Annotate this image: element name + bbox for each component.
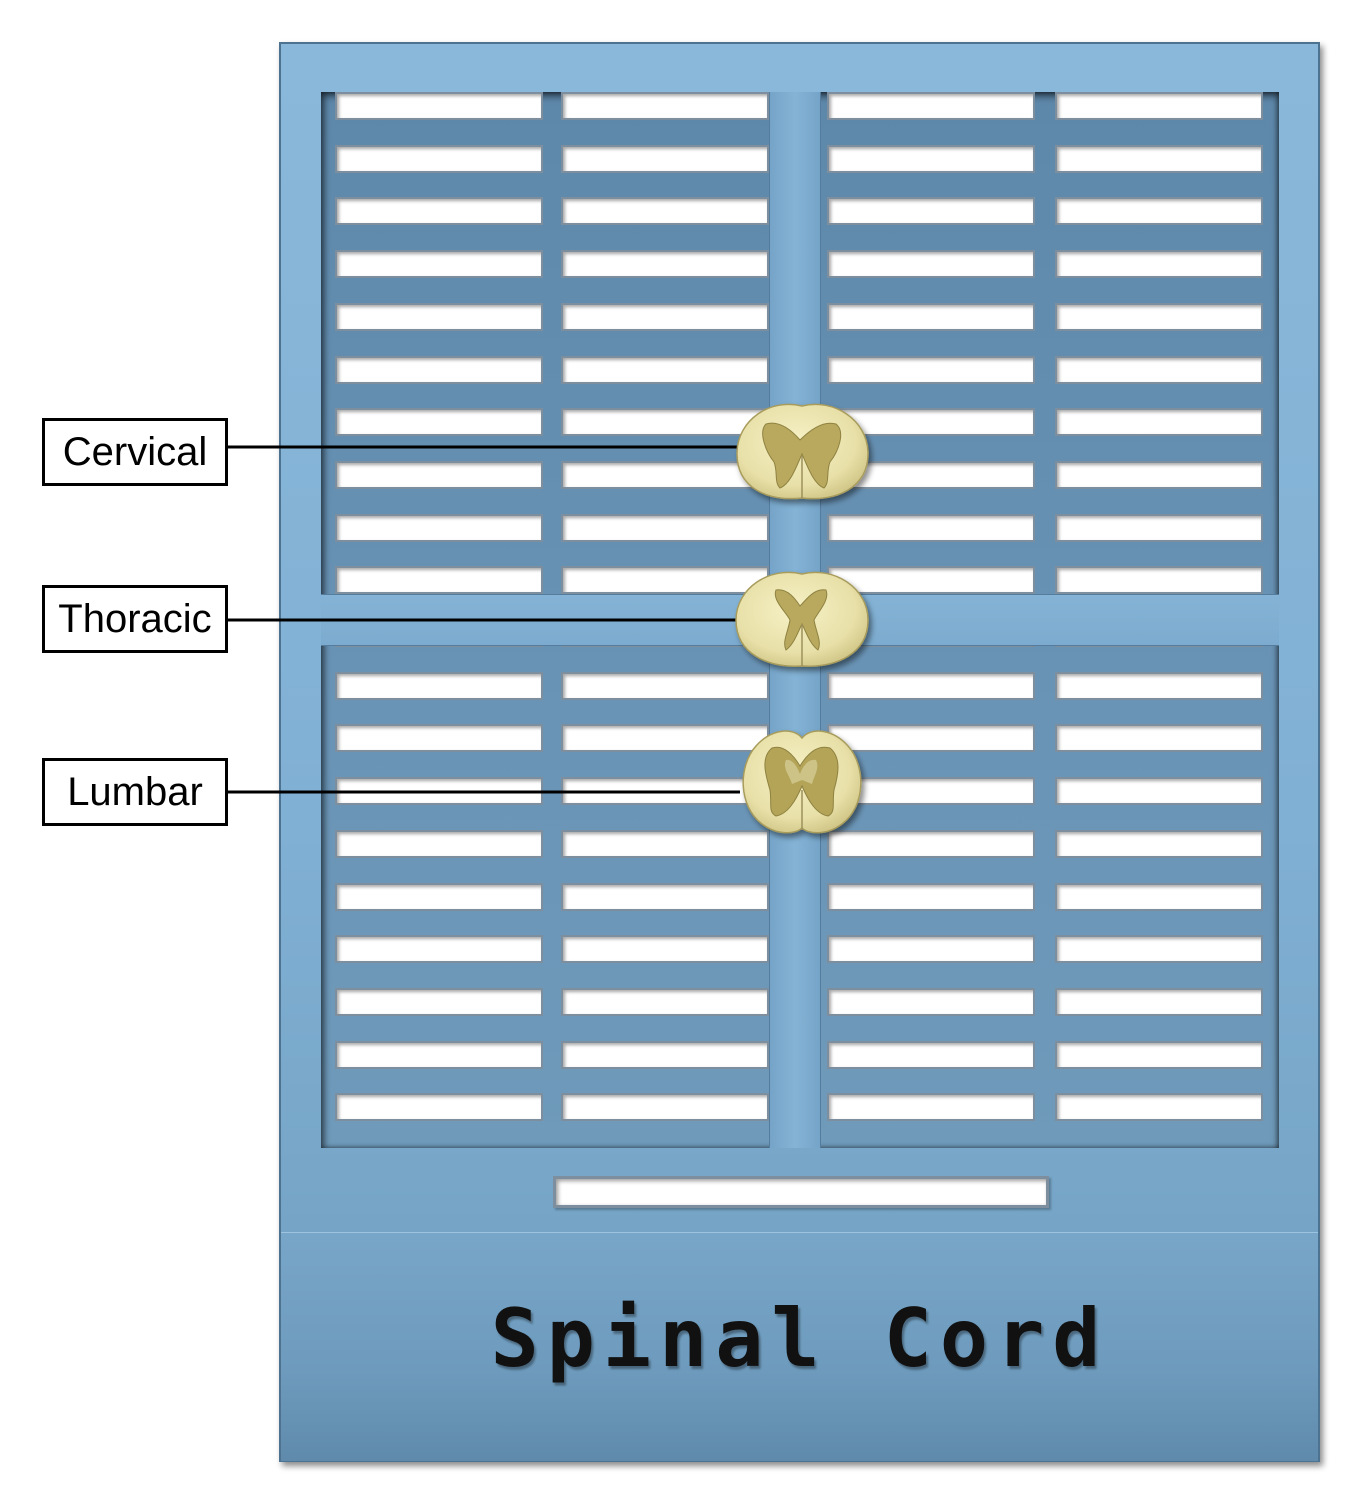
cassette-slot [827, 777, 1035, 806]
cassette-slot [335, 724, 543, 753]
cassette-slot [1055, 250, 1263, 279]
cassette-slot [827, 1040, 1035, 1069]
cassette-slot [561, 935, 769, 964]
cassette-slot [561, 355, 769, 384]
cassette-slot [1055, 197, 1263, 226]
cassette-slot [827, 935, 1035, 964]
cassette-slot [827, 408, 1035, 437]
cassette-slot [827, 513, 1035, 542]
cassette-slot [335, 935, 543, 964]
cassette-slot [561, 566, 769, 595]
cassette-slot [1055, 935, 1263, 964]
thoracic-section [735, 571, 869, 667]
cassette-slot [1055, 566, 1263, 595]
cassette-slot [335, 197, 543, 226]
cassette-slot [827, 92, 1035, 120]
cassette-slot [827, 355, 1035, 384]
cassette-slot [827, 671, 1035, 700]
cassette-slot [827, 987, 1035, 1016]
cassette-slot [561, 144, 769, 173]
cassette-slot [827, 882, 1035, 911]
label-thoracic: Thoracic [42, 585, 228, 653]
cassette-slot [1055, 92, 1263, 120]
cassette-slot [1055, 513, 1263, 542]
label-band [281, 1232, 1318, 1461]
cassette-slot [561, 724, 769, 753]
cassette-slot [335, 92, 543, 120]
cassette-slot [561, 92, 769, 120]
cassette-slot [335, 987, 543, 1016]
cassette-slot [1055, 829, 1263, 858]
cassette-slot [335, 144, 543, 173]
cassette-slot [561, 987, 769, 1016]
cassette-slot [1055, 408, 1263, 437]
label-lumbar: Lumbar [42, 758, 228, 826]
cassette-slot [1055, 1040, 1263, 1069]
cassette-slot [1055, 777, 1263, 806]
cassette-slot [561, 302, 769, 331]
cassette-slot [561, 250, 769, 279]
cassette-slot [335, 671, 543, 700]
cassette-slot [1055, 1093, 1263, 1122]
cassette-slot [335, 302, 543, 331]
cassette-title: Spinal Cord [490, 1292, 1109, 1385]
cassette-slot [1055, 144, 1263, 173]
cassette-slot [561, 513, 769, 542]
cassette-slot [335, 1093, 543, 1122]
cassette-slot [335, 566, 543, 595]
cassette-slot [335, 408, 543, 437]
cassette-slot [561, 882, 769, 911]
cassette-slot [1055, 355, 1263, 384]
cassette-slot [827, 250, 1035, 279]
label-cervical: Cervical [42, 418, 228, 486]
cassette-slot [1055, 302, 1263, 331]
cassette-slot [1055, 460, 1263, 489]
cassette-slot [561, 460, 769, 489]
cassette-slot [335, 882, 543, 911]
cassette-slot [827, 566, 1035, 595]
cassette-slot [561, 1040, 769, 1069]
cassette-slot [1055, 987, 1263, 1016]
cassette-slot [335, 355, 543, 384]
cassette-slot [561, 197, 769, 226]
cassette-slot [335, 250, 543, 279]
cassette-slot [827, 302, 1035, 331]
bottom-slot [553, 1176, 1049, 1208]
cassette-slot [827, 724, 1035, 753]
lumbar-section [742, 730, 862, 834]
cassette-slot [1055, 671, 1263, 700]
cassette-slot [561, 1093, 769, 1122]
cassette-slot [335, 1040, 543, 1069]
cassette-slot [827, 1093, 1035, 1122]
cassette-slot [1055, 882, 1263, 911]
cassette-slot [827, 144, 1035, 173]
cassette-slot [561, 829, 769, 858]
cassette-slot [335, 513, 543, 542]
cassette-slot [335, 460, 543, 489]
cassette-slot [1055, 724, 1263, 753]
cervical-section [736, 403, 869, 500]
cassette-slot [561, 671, 769, 700]
cassette-slot [827, 197, 1035, 226]
cassette-slot [335, 829, 543, 858]
cassette-slot [827, 829, 1035, 858]
